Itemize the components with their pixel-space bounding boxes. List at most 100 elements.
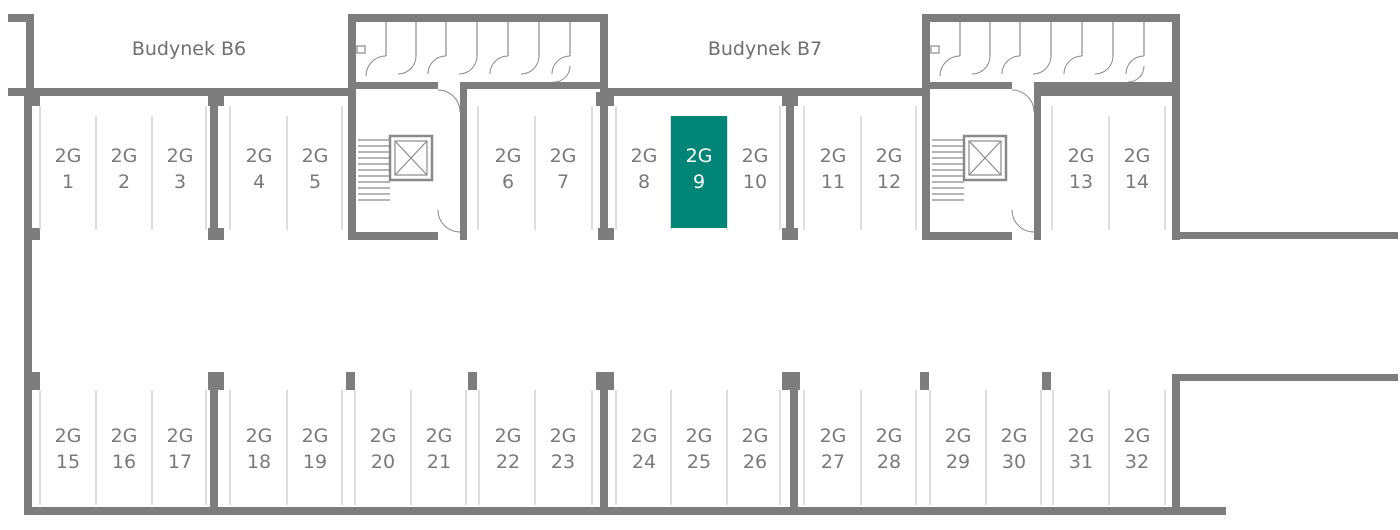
- garage-code-label: 2G: [820, 145, 847, 167]
- garage-space-6[interactable]: 2G6: [480, 116, 536, 228]
- garage-code-label: 2G: [876, 145, 903, 167]
- garage-number-label: 20: [371, 451, 395, 473]
- garage-code-label: 2G: [1068, 145, 1095, 167]
- garage-number-label: 11: [821, 171, 845, 193]
- garage-code-label: 2G: [742, 425, 769, 447]
- garage-code-label: 2G: [820, 425, 847, 447]
- building-label-b6: Budynek B6: [132, 38, 246, 60]
- garage-code-label: 2G: [246, 145, 273, 167]
- garage-number-label: 14: [1125, 171, 1149, 193]
- garage-number-label: 19: [303, 451, 327, 473]
- selected-garage-highlight[interactable]: [671, 116, 727, 228]
- garage-code-label: 2G: [167, 425, 194, 447]
- garage-code-label: 2G: [370, 425, 397, 447]
- garage-number-label: 27: [821, 451, 845, 473]
- garage-code-label: 2G: [302, 145, 329, 167]
- garage-code-label: 2G: [55, 145, 82, 167]
- garage-number-label: 4: [253, 171, 265, 193]
- garage-number-label: 6: [502, 171, 514, 193]
- garage-number-label: 28: [877, 451, 901, 473]
- garage-code-label: 2G: [111, 145, 138, 167]
- storage-block-b7: [930, 22, 1145, 233]
- garage-space-4[interactable]: 2G4: [231, 116, 287, 228]
- garage-number-label: 21: [427, 451, 451, 473]
- garage-space-9[interactable]: 2G9: [671, 116, 727, 228]
- garage-code-label: 2G: [495, 145, 522, 167]
- garage-code-label: 2G: [945, 425, 972, 447]
- garage-space-8[interactable]: 2G8: [616, 116, 672, 228]
- garage-number-label: 9: [693, 171, 705, 193]
- garage-space-1[interactable]: 2G1: [40, 116, 96, 228]
- garage-number-label: 8: [638, 171, 650, 193]
- garage-code-label: 2G: [631, 425, 658, 447]
- garage-space-7[interactable]: 2G7: [535, 116, 591, 228]
- garage-number-label: 24: [632, 451, 656, 473]
- building-label-b7: Budynek B7: [708, 38, 822, 60]
- garage-number-label: 18: [247, 451, 271, 473]
- garage-space-3[interactable]: 2G3: [152, 116, 208, 228]
- garage-number-label: 13: [1069, 171, 1093, 193]
- garage-number-label: 30: [1002, 451, 1026, 473]
- garage-number-label: 22: [496, 451, 520, 473]
- garage-number-label: 32: [1125, 451, 1149, 473]
- garage-code-label: 2G: [1001, 425, 1028, 447]
- garage-code-label: 2G: [550, 145, 577, 167]
- garage-number-label: 31: [1069, 451, 1093, 473]
- garage-code-label: 2G: [1124, 425, 1151, 447]
- garage-code-label: 2G: [495, 425, 522, 447]
- garage-cells: 2G12G22G32G42G52G62G72G82G92G102G112G122…: [40, 116, 1165, 502]
- garage-number-label: 26: [743, 451, 767, 473]
- garage-number-label: 7: [557, 171, 569, 193]
- garage-code-label: 2G: [55, 425, 82, 447]
- storage-block-b6: [356, 22, 571, 233]
- garage-number-label: 25: [687, 451, 711, 473]
- garage-code-label: 2G: [876, 425, 903, 447]
- garage-code-label: 2G: [167, 145, 194, 167]
- garage-code-label: 2G: [631, 145, 658, 167]
- garage-space-5[interactable]: 2G5: [287, 116, 343, 228]
- garage-number-label: 29: [946, 451, 970, 473]
- garage-code-label: 2G: [302, 425, 329, 447]
- garage-number-label: 5: [309, 171, 321, 193]
- garage-code-label: 2G: [1068, 425, 1095, 447]
- garage-code-label: 2G: [426, 425, 453, 447]
- garage-code-label: 2G: [246, 425, 273, 447]
- garage-number-label: 16: [112, 451, 136, 473]
- garage-code-label: 2G: [111, 425, 138, 447]
- garage-number-label: 12: [877, 171, 901, 193]
- garage-number-label: 23: [551, 451, 575, 473]
- garage-space-2[interactable]: 2G2: [96, 116, 152, 228]
- garage-code-label: 2G: [686, 425, 713, 447]
- garage-code-label: 2G: [1124, 145, 1151, 167]
- stall-lines: [39, 106, 1166, 505]
- garage-number-label: 10: [743, 171, 767, 193]
- garage-code-label: 2G: [686, 145, 713, 167]
- garage-code-label: 2G: [550, 425, 577, 447]
- garage-number-label: 3: [174, 171, 186, 193]
- garage-number-label: 15: [56, 451, 80, 473]
